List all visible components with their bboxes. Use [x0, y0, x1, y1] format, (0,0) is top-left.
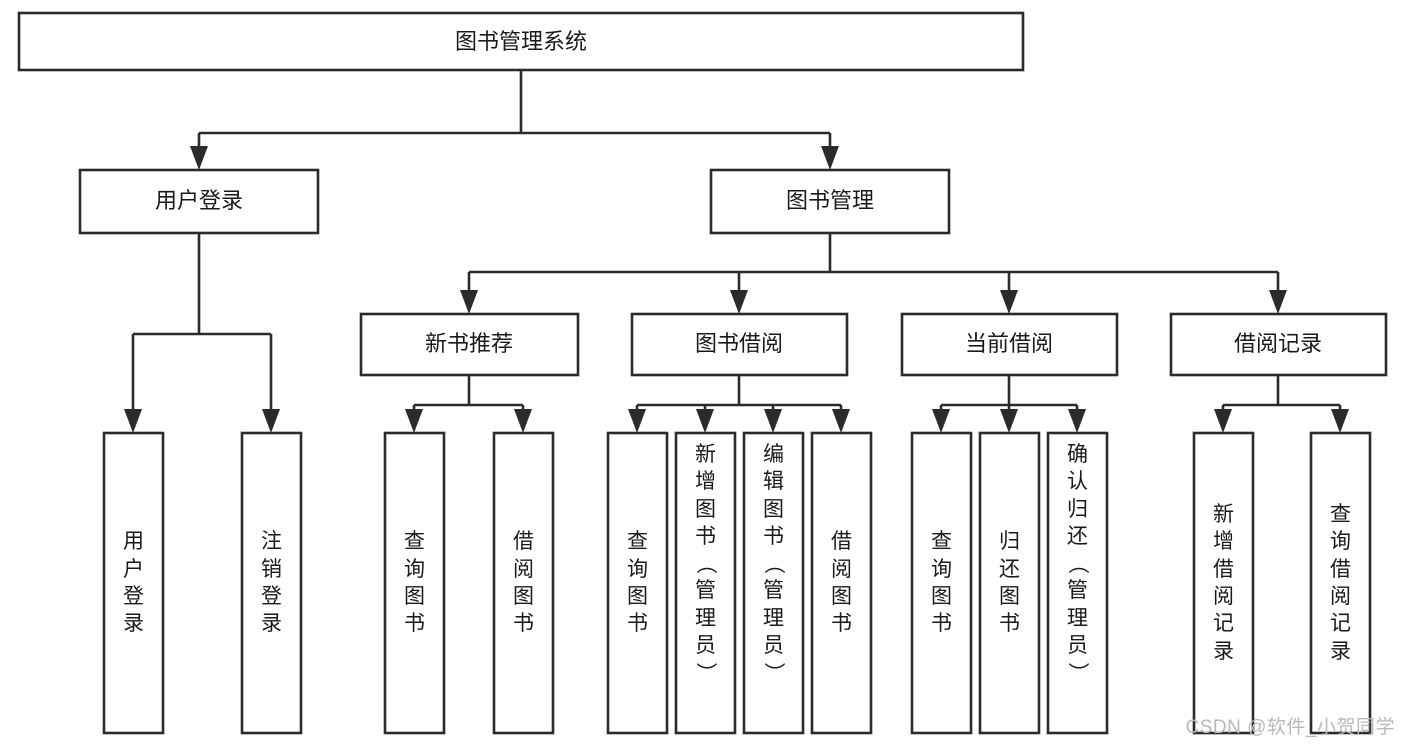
connector-userlogin-to-leaves	[124, 233, 280, 433]
leaf-node-edit-book-admin[interactable]	[742, 431, 805, 735]
arrow-head-icon	[124, 409, 142, 433]
arrow-head-icon	[514, 409, 532, 433]
node-borrow-record-label: 借阅记录	[1234, 331, 1322, 356]
arrow-head-icon	[832, 409, 850, 433]
node-user-login-label: 用户登录	[155, 188, 243, 213]
leaf-node-query-book-borrow[interactable]	[606, 431, 669, 735]
arrow-head-icon	[764, 409, 782, 433]
node-current-borrow[interactable]: 当前借阅	[900, 312, 1119, 377]
leaf-node-confirm-return-admin[interactable]	[1046, 431, 1109, 735]
leaf-node-query-book-newbook[interactable]	[383, 431, 446, 735]
arrow-head-icon	[460, 290, 478, 314]
arrow-head-icon	[821, 146, 839, 170]
connector-newbook-to-leaves	[405, 374, 532, 433]
connector-borrow-to-leaves	[628, 374, 850, 433]
node-book-management-label: 图书管理	[786, 188, 874, 213]
leaf-node-add-book-admin[interactable]	[674, 431, 737, 735]
arrow-head-icon	[405, 409, 423, 433]
node-root[interactable]: 图书管理系统	[17, 11, 1025, 72]
arrow-head-icon	[262, 409, 280, 433]
connector-root-to-level2	[190, 70, 839, 170]
arrow-head-icon	[1000, 290, 1018, 314]
arrow-head-icon	[696, 409, 714, 433]
leaf-node-query-borrow-record[interactable]	[1309, 431, 1372, 735]
leaf-node-logout[interactable]	[240, 431, 303, 735]
arrow-head-icon	[730, 290, 748, 314]
arrow-head-icon	[1269, 290, 1287, 314]
leaf-node-borrow-book-borrow[interactable]	[810, 431, 873, 735]
leaf-node-query-book-current[interactable]	[910, 431, 973, 735]
node-user-login[interactable]: 用户登录	[78, 168, 320, 235]
leaf-node-borrow-book-newbook[interactable]	[492, 431, 555, 735]
node-borrow-record[interactable]: 借阅记录	[1169, 312, 1388, 377]
node-new-book-recommend[interactable]: 新书推荐	[359, 312, 580, 377]
arrow-head-icon	[628, 409, 646, 433]
arrow-head-icon	[1068, 409, 1086, 433]
node-book-borrow[interactable]: 图书借阅	[630, 312, 849, 377]
node-root-label: 图书管理系统	[455, 29, 587, 54]
connector-current-to-leaves	[932, 374, 1086, 433]
leaf-node-user-login[interactable]	[102, 431, 165, 735]
arrow-head-icon	[190, 146, 208, 170]
node-new-book-recommend-label: 新书推荐	[425, 331, 513, 356]
leaf-node-add-borrow-record[interactable]	[1192, 431, 1255, 735]
node-book-management[interactable]: 图书管理	[709, 168, 951, 235]
arrow-head-icon	[932, 409, 950, 433]
arrow-head-icon	[1331, 409, 1349, 433]
connector-bookmgmt-to-level3	[460, 233, 1287, 314]
node-current-borrow-label: 当前借阅	[965, 331, 1053, 356]
watermark: CSDN @软件_小贺同学	[1185, 717, 1395, 738]
arrow-head-icon	[1214, 409, 1232, 433]
node-book-borrow-label: 图书借阅	[695, 331, 783, 356]
arrow-head-icon	[1000, 409, 1018, 433]
connector-record-to-leaves	[1214, 375, 1349, 433]
leaf-node-return-book[interactable]	[978, 431, 1041, 735]
